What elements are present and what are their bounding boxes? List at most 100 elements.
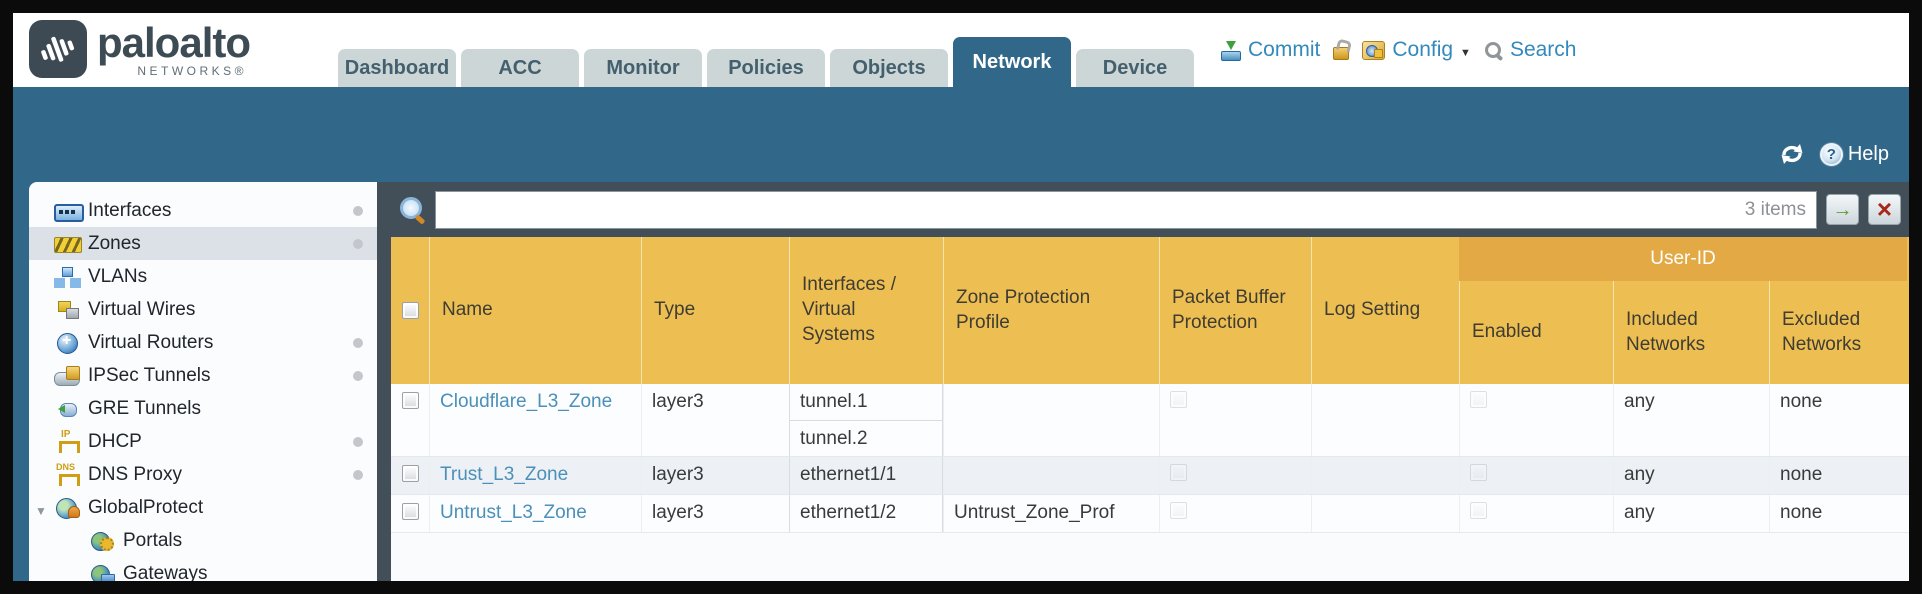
- interface-item: tunnel.1: [800, 391, 868, 412]
- zones-icon: [54, 234, 82, 254]
- sidebar-item-zones[interactable]: Zones: [29, 227, 377, 260]
- column-header-type[interactable]: Type: [641, 237, 789, 384]
- brand-name: paloalto: [97, 19, 251, 66]
- sidebar-item-interfaces[interactable]: Interfaces: [29, 194, 377, 227]
- column-header-included-networks[interactable]: Included Networks: [1613, 281, 1769, 384]
- user-id-enabled-checkbox: [1470, 502, 1487, 519]
- interfaces-cell: ethernet1/1: [789, 457, 943, 494]
- status-dot: [353, 470, 363, 480]
- sidebar-item-label: Virtual Wires: [88, 298, 196, 320]
- zone-protection-profile-cell: [943, 384, 1159, 456]
- table-body: Cloudflare_L3_Zone layer3 tunnel.1 tunne…: [391, 384, 1909, 581]
- tab-objects[interactable]: Objects: [830, 49, 948, 87]
- tab-monitor[interactable]: Monitor: [584, 49, 702, 87]
- left-gutter: [13, 182, 29, 581]
- sidebar-item-vlans[interactable]: VLANs: [29, 260, 377, 293]
- row-checkbox[interactable]: [401, 392, 419, 409]
- user-id-enabled-cell: [1459, 495, 1613, 532]
- interfaces-cell: ethernet1/2: [789, 495, 943, 532]
- tab-device[interactable]: Device: [1076, 49, 1194, 87]
- help-icon: [1819, 142, 1843, 166]
- filter-input[interactable]: [446, 198, 1745, 221]
- refresh-icon[interactable]: [1778, 142, 1806, 166]
- tab-acc[interactable]: ACC: [461, 49, 579, 87]
- search-icon: [1484, 41, 1503, 60]
- zone-name-link[interactable]: Untrust_L3_Zone: [440, 502, 587, 523]
- tab-network[interactable]: Network: [953, 37, 1071, 87]
- column-header-packet-buffer-protection[interactable]: Packet Buffer Protection: [1159, 237, 1311, 384]
- interface-item: ethernet1/1: [800, 464, 897, 485]
- status-dot: [353, 338, 363, 348]
- commit-label: Commit: [1248, 38, 1321, 61]
- clear-filter-button[interactable]: [1868, 194, 1901, 225]
- global-search-button[interactable]: Search: [1484, 38, 1576, 62]
- top-header: paloalto NETWORKS® Dashboard ACC Monitor…: [13, 13, 1909, 87]
- config-label: Config: [1392, 38, 1454, 61]
- help-button[interactable]: Help: [1819, 142, 1889, 166]
- log-setting-cell: [1311, 457, 1459, 494]
- sidebar-item-virtual-routers[interactable]: Virtual Routers: [29, 326, 377, 359]
- portals-icon: [89, 531, 115, 551]
- excluded-networks-cell: none: [1769, 457, 1907, 494]
- commit-button[interactable]: Commit: [1219, 38, 1320, 62]
- excluded-networks-cell: none: [1769, 384, 1907, 456]
- zone-name-link[interactable]: Trust_L3_Zone: [440, 464, 569, 485]
- tab-dashboard[interactable]: Dashboard: [338, 49, 456, 87]
- packet-buffer-checkbox: [1170, 464, 1187, 481]
- interfaces-cell: tunnel.1 tunnel.2: [789, 384, 943, 456]
- select-all-checkbox[interactable]: [401, 302, 419, 319]
- sidebar-item-label: VLANs: [88, 265, 148, 287]
- status-dot: [353, 437, 363, 447]
- user-id-enabled-checkbox: [1470, 391, 1487, 408]
- excluded-networks-cell: none: [1769, 495, 1907, 532]
- row-checkbox[interactable]: [401, 465, 419, 482]
- sidebar-item-portals[interactable]: Portals: [29, 524, 377, 557]
- ipsec-tunnels-icon: [54, 365, 80, 386]
- zone-protection-profile-cell: [943, 457, 1159, 494]
- apply-filter-button[interactable]: [1826, 194, 1859, 225]
- column-header-interfaces[interactable]: Interfaces / Virtual Systems: [789, 237, 943, 384]
- sidebar-item-globalprotect[interactable]: GlobalProtect: [29, 491, 377, 524]
- caret-down-icon: [1460, 38, 1471, 62]
- sidebar-item-dhcp[interactable]: DHCP: [29, 425, 377, 458]
- packet-buffer-protection-cell: [1159, 457, 1311, 494]
- log-setting-cell: [1311, 384, 1459, 456]
- green-arrow-icon: [1833, 200, 1853, 220]
- status-dot: [353, 371, 363, 381]
- column-header-zone-protection-profile[interactable]: Zone Protection Profile: [943, 237, 1159, 384]
- user-id-enabled-checkbox: [1470, 464, 1487, 481]
- sidebar-item-gre-tunnels[interactable]: GRE Tunnels: [29, 392, 377, 425]
- row-select-cell: [391, 495, 429, 532]
- zone-name-link[interactable]: Cloudflare_L3_Zone: [440, 391, 613, 412]
- sidebar-item-virtual-wires[interactable]: Virtual Wires: [29, 293, 377, 326]
- expander-icon[interactable]: [35, 499, 51, 515]
- row-checkbox[interactable]: [401, 503, 419, 520]
- clear-x-icon: [1877, 198, 1892, 221]
- band-tools: Help: [1778, 142, 1889, 166]
- sidebar-item-ipsec-tunnels[interactable]: IPSec Tunnels: [29, 359, 377, 392]
- column-header-log-setting[interactable]: Log Setting: [1311, 237, 1459, 384]
- column-header-enabled[interactable]: Enabled: [1459, 281, 1613, 384]
- filter-bar: 3 items: [391, 182, 1909, 237]
- virtual-routers-icon: [54, 332, 80, 354]
- config-menu-button[interactable]: Config: [1362, 38, 1471, 62]
- included-networks-cell: any: [1613, 495, 1769, 532]
- items-count: 3 items: [1744, 198, 1806, 220]
- content-area: Interfaces Zones VLANs Virtual Wires Vir…: [13, 182, 1909, 581]
- virtual-wires-icon: [54, 300, 80, 320]
- sidebar-item-dns-proxy[interactable]: DNS Proxy: [29, 458, 377, 491]
- tab-policies[interactable]: Policies: [707, 49, 825, 87]
- dhcp-icon: [54, 429, 80, 453]
- table-empty-space: [391, 533, 1909, 581]
- sidebar-item-gateways[interactable]: Gateways: [29, 557, 377, 581]
- column-header-excluded-networks[interactable]: Excluded Networks: [1769, 281, 1907, 384]
- column-group-header-user-id: User-ID: [1459, 237, 1907, 281]
- commit-icon: [1219, 40, 1241, 61]
- interfaces-icon: [54, 201, 84, 222]
- lock-icon[interactable]: [1333, 47, 1350, 60]
- packet-buffer-protection-cell: [1159, 384, 1311, 456]
- interface-item: tunnel.2: [790, 420, 942, 456]
- pane-divider[interactable]: [377, 182, 391, 581]
- column-header-name[interactable]: Name: [429, 237, 641, 384]
